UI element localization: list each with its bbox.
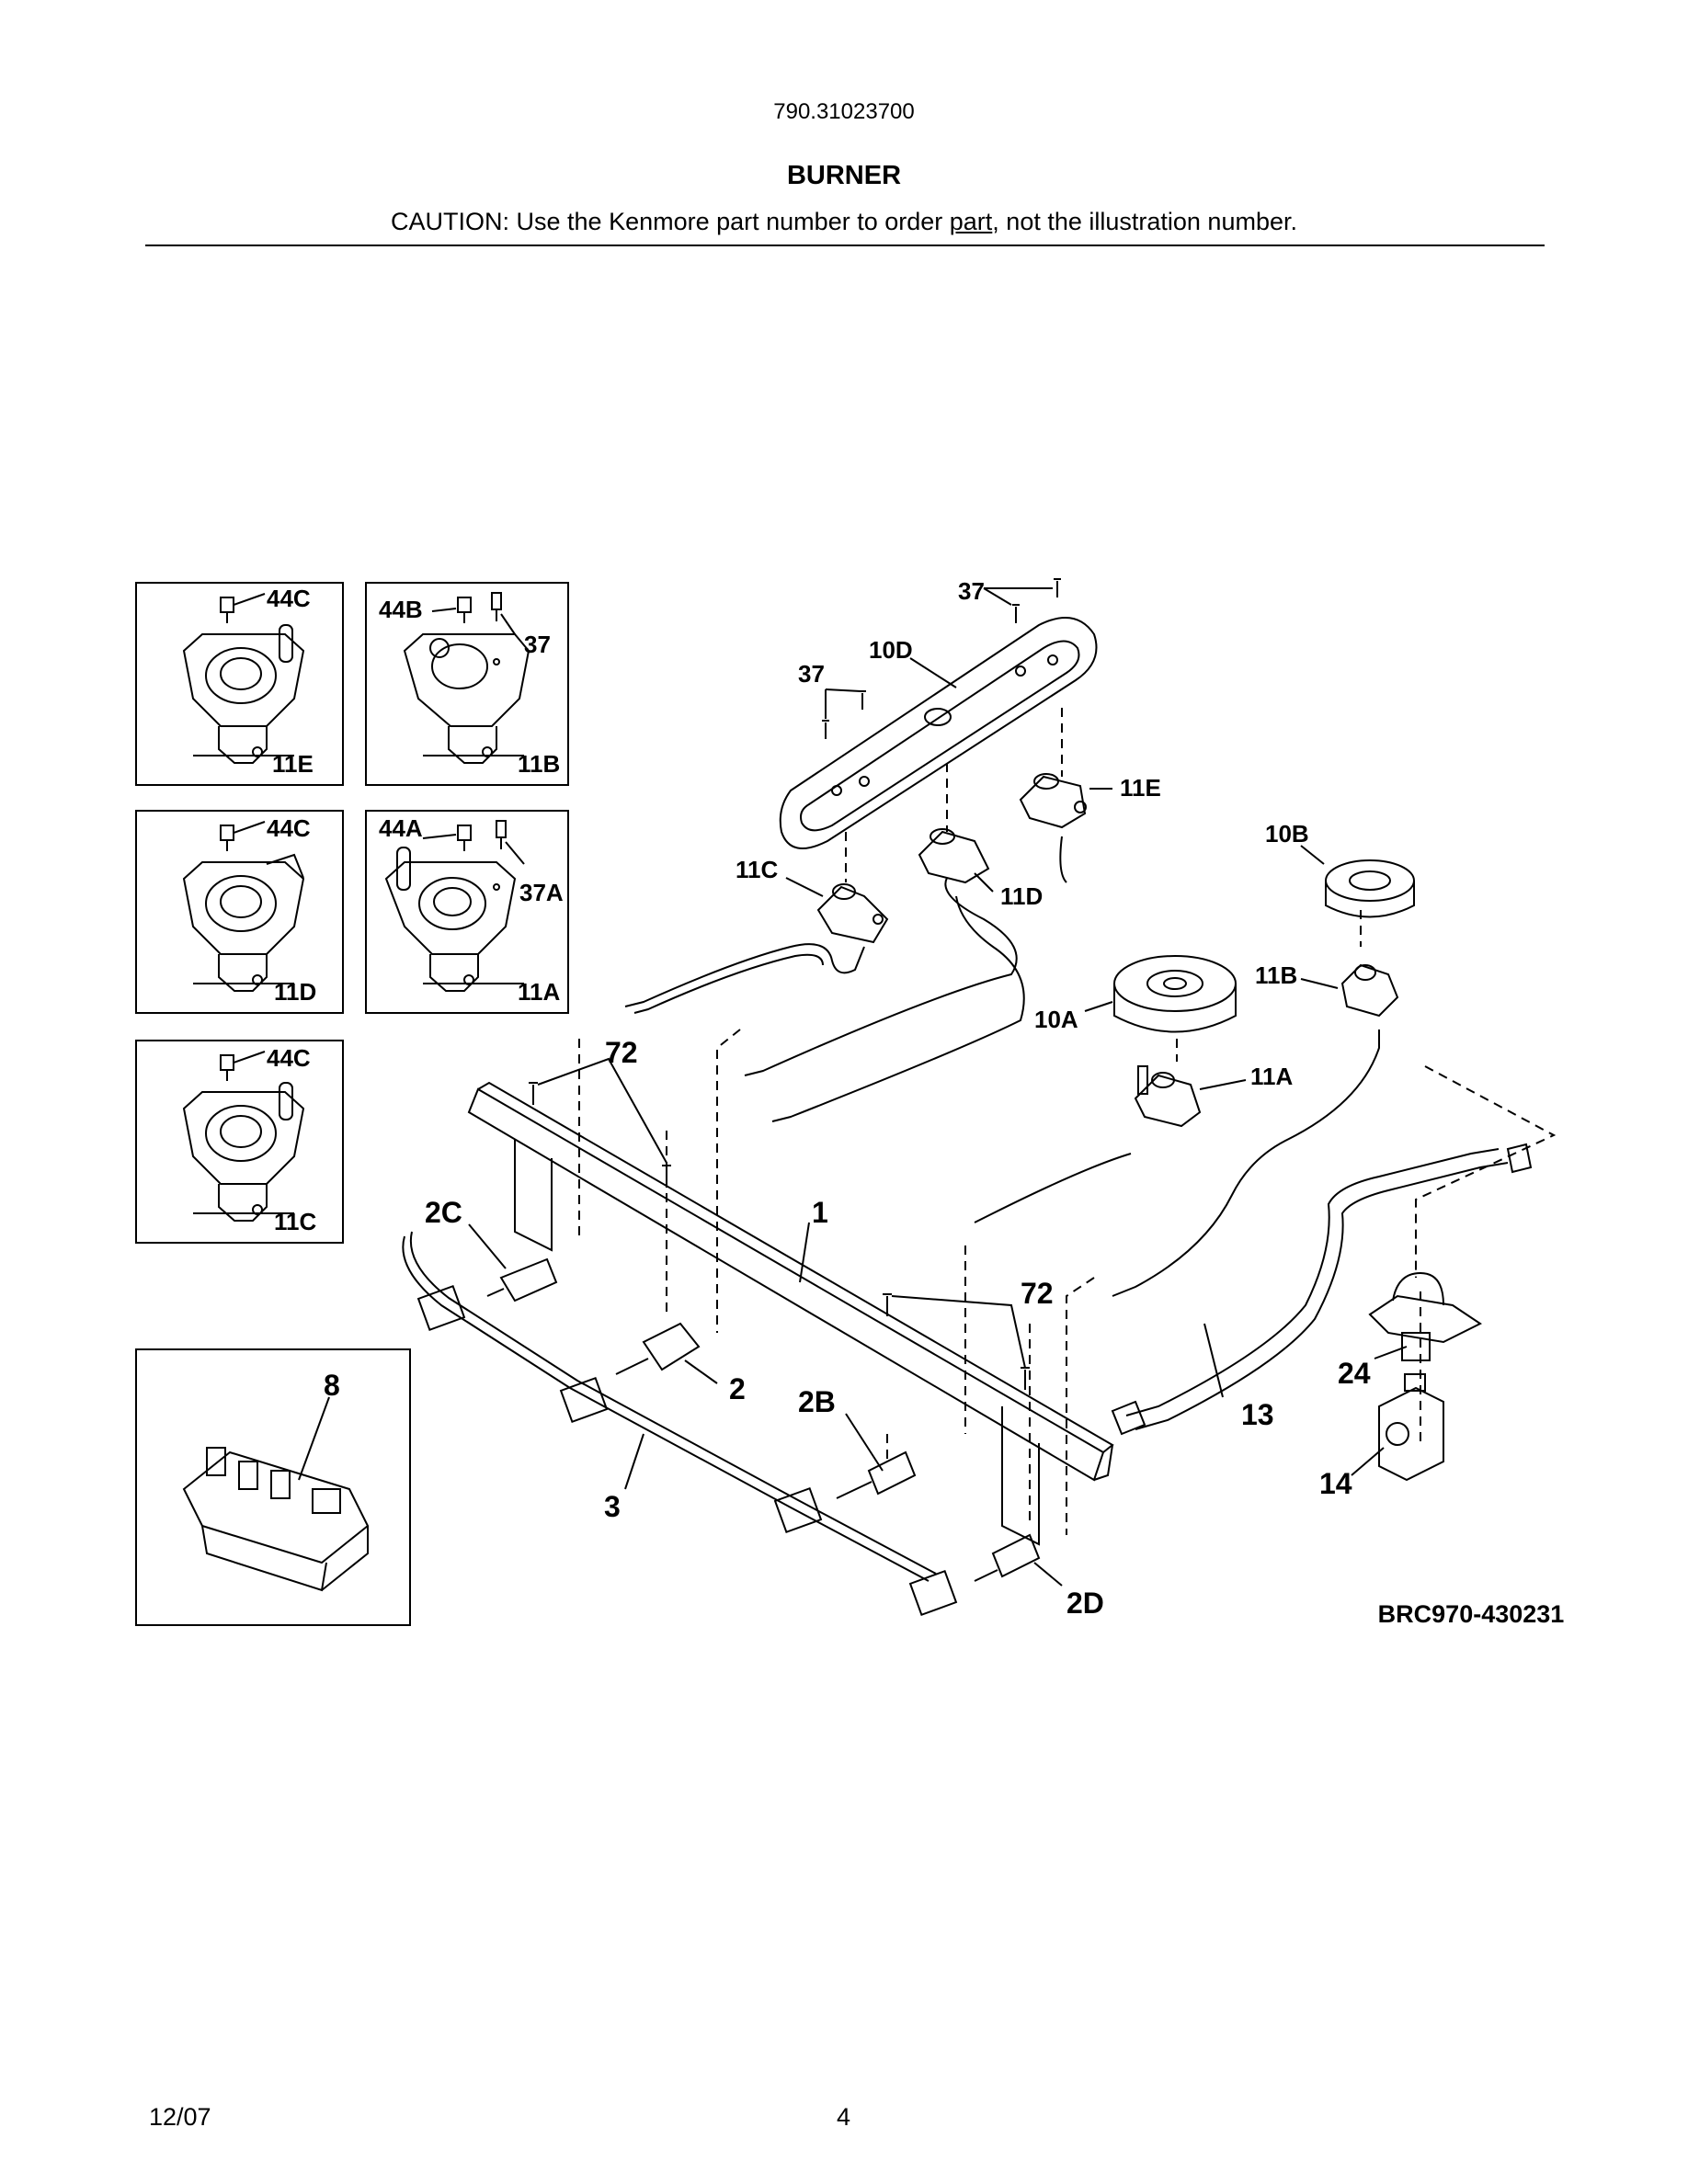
inset-11b-screw-label: 44B xyxy=(379,596,423,623)
regulator-24 xyxy=(1368,1271,1482,1361)
callout-72-bottom: 72 xyxy=(1021,1277,1054,1310)
inset-11b-screw2-label: 37 xyxy=(524,631,551,658)
callout-2b: 2B xyxy=(798,1385,836,1418)
callout-11a: 11A xyxy=(1250,1063,1293,1090)
inset-11b-part-label: 11B xyxy=(518,750,560,778)
burner-base-10b xyxy=(1325,859,1415,918)
callout-10a: 10A xyxy=(1034,1006,1078,1033)
callout-11b: 11B xyxy=(1255,961,1297,989)
caution-text-end: , not the illustration number. xyxy=(992,208,1297,235)
callout-13: 13 xyxy=(1241,1398,1274,1431)
caution-text: CAUTION: Use the Kenmore part number to … xyxy=(0,208,1688,236)
inset-8-igniter-module xyxy=(135,1348,411,1626)
screws-37 xyxy=(822,578,1061,739)
inset-11a-screw2-label: 37A xyxy=(519,879,564,906)
caution-text-start: CAUTION: Use the Kenmore part number to … xyxy=(391,208,950,235)
valve-2c xyxy=(486,1257,558,1302)
inset-11a-part-label: 11A xyxy=(518,978,560,1006)
callout-3: 3 xyxy=(604,1490,621,1523)
inset-11a xyxy=(365,810,569,1014)
assembly-guide-lines xyxy=(578,708,1557,1535)
footer-page-number: 4 xyxy=(837,2103,851,2131)
callout-37-top: 37 xyxy=(958,577,985,605)
inset-11c-screw-label: 44C xyxy=(267,1044,311,1072)
inset-11d-screw-label: 44C xyxy=(267,814,311,842)
burner-base-10a xyxy=(1113,955,1237,1033)
inset-11b xyxy=(365,582,569,786)
valve-2d xyxy=(974,1533,1041,1582)
valve-2 xyxy=(615,1322,701,1375)
burner-head-11e xyxy=(1019,773,1087,829)
inset-11c-part-label: 11C xyxy=(274,1208,316,1235)
burner-head-11d xyxy=(918,828,990,884)
fitting-14 xyxy=(1378,1373,1444,1482)
callout-1: 1 xyxy=(812,1196,828,1229)
callout-11c: 11C xyxy=(736,856,778,883)
inset-11c xyxy=(135,1040,344,1244)
callout-2c: 2C xyxy=(425,1196,462,1229)
callout-24: 24 xyxy=(1338,1357,1371,1390)
callout-37-left: 37 xyxy=(798,660,825,688)
header-rule xyxy=(145,245,1545,246)
footer-date: 12/07 xyxy=(149,2103,211,2131)
section-title: BURNER xyxy=(786,161,902,190)
callout-2d: 2D xyxy=(1066,1587,1104,1620)
callout-10b: 10B xyxy=(1265,820,1309,847)
model-number: 790.31023700 xyxy=(773,99,915,124)
callout-11d: 11D xyxy=(1000,882,1043,910)
burner-cap-10d xyxy=(779,617,1098,849)
screws-72 xyxy=(529,1057,1030,1390)
inset-11d-part-label: 11D xyxy=(274,978,316,1006)
inset-11e-screw-label: 44C xyxy=(267,585,311,612)
callout-2: 2 xyxy=(729,1372,746,1405)
inset-8-part-label: 8 xyxy=(324,1369,340,1402)
callout-11e: 11E xyxy=(1120,774,1161,802)
leader-lines xyxy=(468,657,1408,1587)
inset-11e-part-label: 11E xyxy=(272,750,314,778)
valve-2b xyxy=(836,1450,917,1499)
tube-nut-13 xyxy=(1111,1400,1146,1436)
callout-72-top: 72 xyxy=(605,1036,638,1069)
callout-14: 14 xyxy=(1319,1467,1352,1500)
burner-head-11c xyxy=(816,883,889,944)
figure-id: BRC970-430231 xyxy=(1378,1600,1565,1628)
gas-tubes xyxy=(624,836,1533,1430)
caution-underlined-word: part xyxy=(949,208,993,235)
burner-head-11b xyxy=(1340,963,1399,1018)
callout-10d: 10D xyxy=(869,636,913,664)
manifold-1 xyxy=(467,1081,1114,1546)
inset-11e xyxy=(135,582,344,786)
igniter-harness-3 xyxy=(402,1231,958,1617)
burner-head-11a xyxy=(1134,1065,1202,1128)
inset-11a-screw-label: 44A xyxy=(379,814,423,842)
inset-11d xyxy=(135,810,344,1014)
